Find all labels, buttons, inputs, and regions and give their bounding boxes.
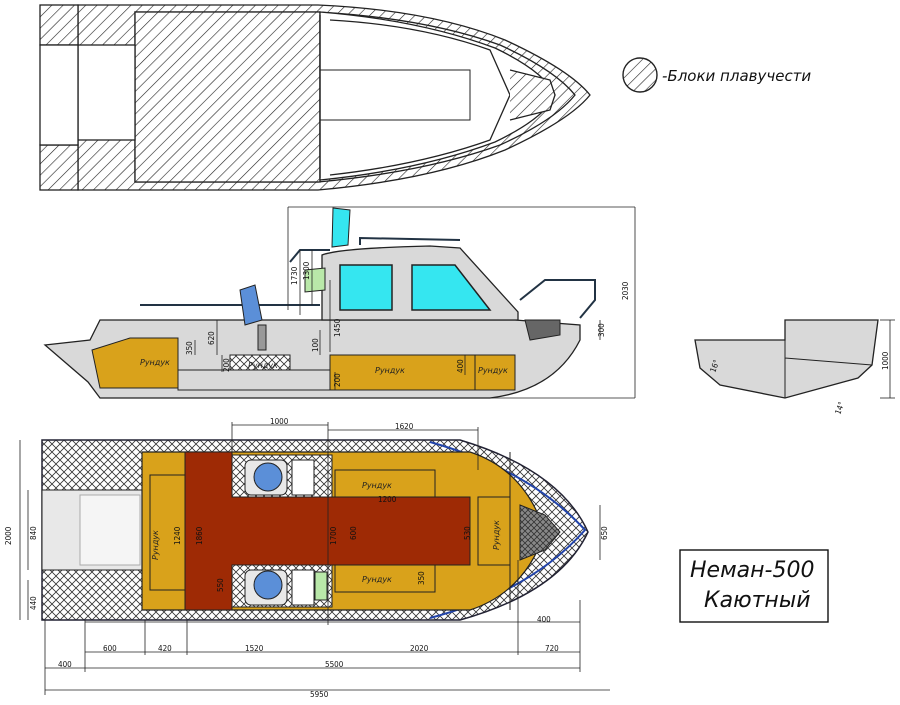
dim-b5950: 5950 (310, 690, 329, 699)
dim-550: 550 (216, 578, 225, 592)
dim-1300: 1300 (302, 261, 311, 280)
dim-100: 100 (311, 338, 320, 352)
dim-400: 400 (456, 359, 465, 373)
dim-530: 530 (463, 526, 472, 540)
dim-b2020: 2020 (410, 644, 429, 653)
dim-b5500: 5500 (325, 660, 344, 669)
dim-200b: 200 (333, 373, 342, 387)
seat-icon (253, 462, 283, 492)
storage-label: Рундук (151, 530, 160, 560)
dim-1000: 1000 (881, 351, 890, 370)
plan-view: Рундук Рундук Рундук Рундук 1 (4, 417, 610, 699)
dim-440: 440 (29, 596, 38, 610)
dim-840: 840 (29, 526, 38, 540)
dim-650: 650 (600, 526, 609, 540)
dim-1700: 1700 (329, 526, 338, 545)
dim-2030: 2030 (621, 281, 630, 300)
seat-icon (253, 570, 283, 600)
dim-top-1620: 1620 (395, 422, 414, 431)
title-variant: Каютный (704, 588, 811, 613)
dim-350: 350 (417, 571, 426, 585)
windscreen (331, 207, 351, 248)
cross-section: 1000 16° 14° (694, 319, 895, 416)
dim-b720: 720 (545, 644, 559, 653)
angle-16: 16° (708, 359, 721, 374)
dim-b1520: 1520 (245, 644, 264, 653)
dim-2000: 2000 (4, 526, 13, 545)
dim-1450: 1450 (333, 318, 342, 337)
dim-b400-right: 400 (537, 615, 551, 624)
dim-1240: 1240 (173, 526, 182, 545)
dim-b600: 600 (103, 644, 117, 653)
storage-label: Рундук (478, 366, 508, 375)
storage-label: Рундук (362, 481, 392, 490)
dim-b420: 420 (158, 644, 172, 653)
angle-14: 14° (833, 401, 846, 416)
dim-1860: 1860 (195, 526, 204, 545)
title-box: Неман-500 Каютный (679, 549, 829, 623)
title-model: Неман-500 (690, 558, 814, 583)
top-view (39, 4, 591, 191)
storage-label: Рундук (248, 361, 278, 370)
legend: -Блоки плавучести (622, 57, 811, 93)
storage-aft (91, 337, 179, 389)
storage-label: Рундук (375, 366, 405, 375)
dim-top-1000: 1000 (270, 417, 289, 426)
dim-1730: 1730 (290, 266, 299, 285)
dim-1200: 1200 (378, 495, 397, 504)
dim-600: 600 (349, 526, 358, 540)
storage-label: Рундук (492, 520, 501, 550)
dim-b400-left: 400 (58, 660, 72, 669)
window-front (339, 264, 393, 311)
dim-350: 350 (185, 341, 194, 355)
side-view: Рундук Рундук Рундук Рундук 2030 1730 (43, 206, 636, 399)
storage-label: Рундук (362, 575, 392, 584)
legend-text: -Блоки плавучести (662, 67, 811, 85)
window-side (411, 264, 492, 311)
legend-hatch-icon (622, 57, 658, 93)
dim-300: 300 (597, 323, 606, 337)
dim-620: 620 (207, 331, 216, 345)
storage-label: Рундук (140, 358, 170, 367)
dim-200a: 200 (222, 358, 231, 372)
